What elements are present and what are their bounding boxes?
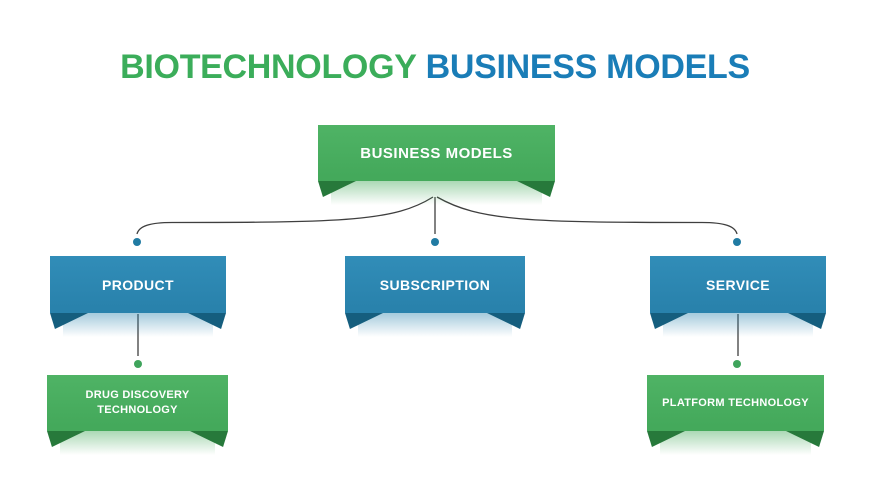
ribbon-shine — [663, 313, 813, 337]
node-business-models-band[interactable]: BUSINESS MODELS — [318, 125, 555, 181]
node-platform-technology: PLATFORM TECHNOLOGY — [647, 375, 824, 455]
ribbon-shine — [358, 313, 512, 337]
edge-root-product — [136, 196, 434, 235]
ribbon-shine — [660, 431, 811, 455]
node-product: PRODUCT — [50, 256, 226, 337]
node-business-models-label: BUSINESS MODELS — [360, 144, 513, 162]
junction-dot-product — [133, 238, 141, 246]
node-service-label: SERVICE — [705, 276, 770, 293]
node-drug-discovery-technology-label: DRUG DISCOVERY TECHNOLOGY — [85, 389, 190, 416]
node-subscription-label: SUBSCRIPTION — [379, 276, 491, 293]
node-platform-technology-label: PLATFORM TECHNOLOGY — [662, 396, 809, 409]
junction-dot-platform — [733, 360, 741, 368]
node-subscription-band[interactable]: SUBSCRIPTION — [345, 256, 525, 313]
ribbon-shine — [60, 431, 215, 455]
junction-dot-service — [733, 238, 741, 246]
ribbon-shine — [331, 181, 542, 205]
ribbon-shine — [63, 313, 213, 337]
junction-dot-subscription — [431, 238, 439, 246]
node-platform-technology-band[interactable]: PLATFORM TECHNOLOGY — [647, 375, 824, 431]
node-drug-discovery-technology-band[interactable]: DRUG DISCOVERY TECHNOLOGY — [47, 375, 228, 431]
edge-root-service — [436, 196, 738, 235]
node-drug-discovery-technology: DRUG DISCOVERY TECHNOLOGY — [47, 375, 228, 455]
node-subscription: SUBSCRIPTION — [345, 256, 525, 337]
node-product-band[interactable]: PRODUCT — [50, 256, 226, 313]
node-product-label: PRODUCT — [101, 276, 175, 293]
title-part-business-models: BUSINESS MODELS — [425, 48, 751, 86]
node-service: SERVICE — [650, 256, 826, 337]
title-part-biotechnology: BIOTECHNOLOGY — [120, 48, 417, 86]
junction-dot-drug-discovery — [134, 360, 142, 368]
node-service-band[interactable]: SERVICE — [650, 256, 826, 313]
node-business-models: BUSINESS MODELS — [318, 125, 555, 205]
